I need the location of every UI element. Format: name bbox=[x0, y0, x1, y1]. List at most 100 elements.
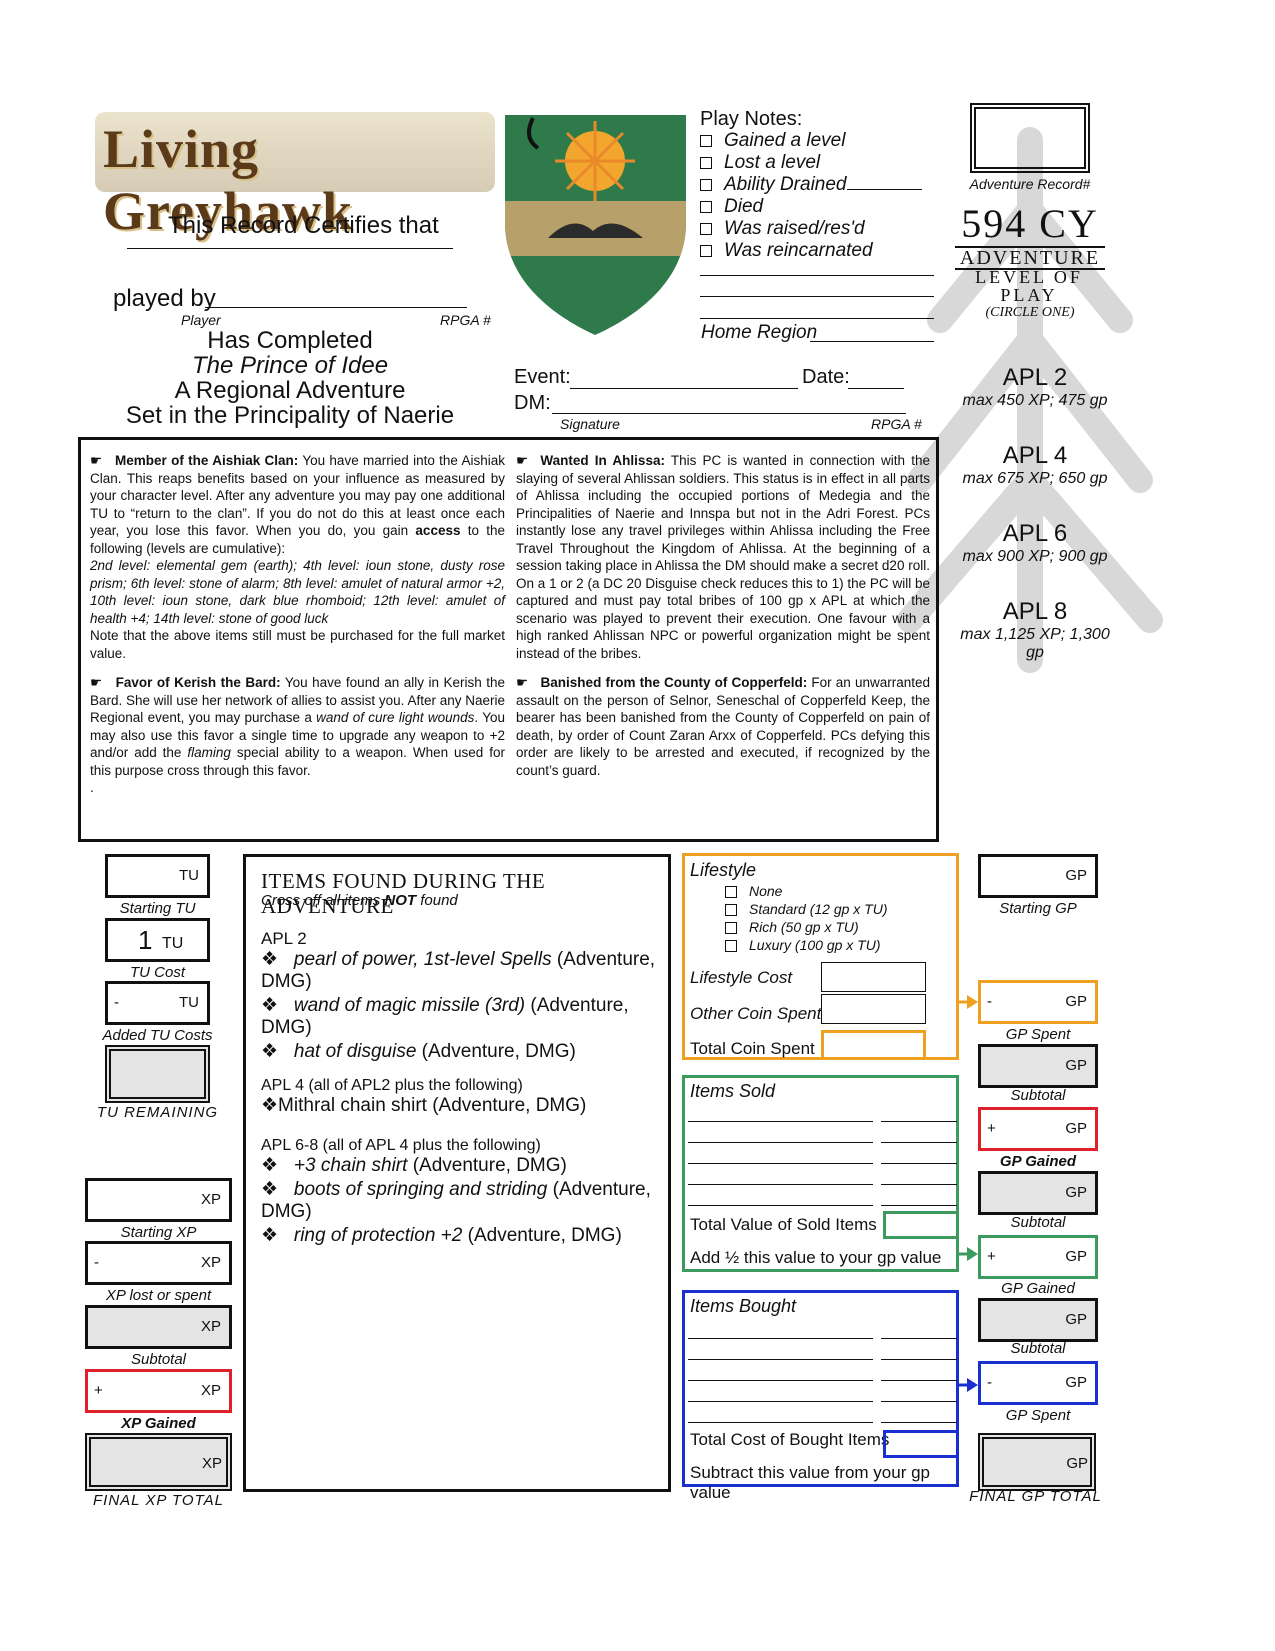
sold-value-line[interactable] bbox=[881, 1163, 957, 1164]
arrow-right-icon bbox=[959, 1378, 978, 1392]
gp-spent-lifestyle-box[interactable]: - GP bbox=[978, 980, 1098, 1024]
other-coin-field[interactable] bbox=[821, 994, 926, 1024]
apl-option[interactable]: APL 2 max 450 XP; 475 gp bbox=[950, 364, 1120, 442]
total-coin-field[interactable] bbox=[821, 1030, 926, 1060]
bought-item-line[interactable] bbox=[688, 1401, 873, 1402]
tu-cost-box[interactable]: 1 TU bbox=[105, 918, 210, 962]
notes-line[interactable] bbox=[700, 318, 934, 319]
character-name-line[interactable] bbox=[127, 248, 453, 249]
favor-aishiak: ☛ Member of the Aishiak Clan: You have m… bbox=[90, 452, 505, 662]
notes-line[interactable] bbox=[700, 275, 934, 276]
xp-subtotal-box[interactable]: XP bbox=[85, 1305, 232, 1349]
bought-item-line[interactable] bbox=[688, 1359, 873, 1360]
item-entry[interactable]: ❖ boots of springing and striding (Adven… bbox=[261, 1179, 651, 1222]
sold-item-line[interactable] bbox=[688, 1121, 873, 1122]
apl-option[interactable]: APL 8 max 1,125 XP; 1,300 gp bbox=[950, 598, 1120, 676]
xp-gained-box[interactable]: + XP bbox=[85, 1369, 232, 1413]
sold-item-line[interactable] bbox=[688, 1163, 873, 1164]
gp-gained-box[interactable]: + GP bbox=[978, 1107, 1098, 1151]
event-line[interactable] bbox=[570, 388, 798, 389]
bought-item-line[interactable] bbox=[688, 1422, 873, 1423]
gp-subtotal-box[interactable]: GP bbox=[978, 1298, 1098, 1342]
checkbox[interactable] bbox=[725, 904, 737, 917]
home-region-line[interactable] bbox=[810, 341, 934, 342]
item-entry[interactable]: ❖ pearl of power, 1st-level Spells (Adve… bbox=[261, 949, 656, 992]
lifestyle-option[interactable]: Standard (12 gp x TU) bbox=[725, 900, 888, 918]
bought-item-line[interactable] bbox=[688, 1338, 873, 1339]
favor-title: Favor of Kerish the Bard: bbox=[115, 675, 281, 690]
gp-unit: GP bbox=[1065, 1184, 1087, 1201]
sold-value-line[interactable] bbox=[881, 1121, 957, 1122]
checkbox-raised[interactable] bbox=[700, 222, 712, 235]
apl-option[interactable]: APL 6 max 900 XP; 900 gp bbox=[950, 520, 1120, 598]
bought-value-line[interactable] bbox=[881, 1338, 957, 1339]
lifestyle-option[interactable]: None bbox=[725, 882, 888, 900]
sold-item-line[interactable] bbox=[688, 1184, 873, 1185]
gp-subtotal-box[interactable]: GP bbox=[978, 1171, 1098, 1215]
item-entry[interactable]: ❖ ring of protection +2 (Adventure, DMG) bbox=[261, 1225, 622, 1246]
adventure-record-box[interactable] bbox=[970, 103, 1090, 173]
checkbox-ability-drained[interactable] bbox=[700, 178, 712, 191]
tu-remaining-box[interactable] bbox=[105, 1045, 210, 1103]
favor-text: special ability to a weapon. When used f… bbox=[90, 745, 505, 778]
final-xp-label: FINAL XP TOTAL bbox=[93, 1492, 224, 1509]
item-entry[interactable]: ❖ wand of magic missile (3rd) (Adventure… bbox=[261, 995, 629, 1038]
checkbox[interactable] bbox=[725, 886, 737, 899]
xp-unit: XP bbox=[200, 1318, 221, 1335]
minus-sign: - bbox=[987, 993, 992, 1010]
total-bought-field[interactable] bbox=[883, 1430, 959, 1458]
item-name: wand of magic missile (3rd) bbox=[293, 995, 526, 1016]
bought-value-line[interactable] bbox=[881, 1359, 957, 1360]
checkbox-lost-level[interactable] bbox=[700, 156, 712, 169]
gp-gained-sold-box[interactable]: + GP bbox=[978, 1235, 1098, 1279]
apl-option[interactable]: APL 4 max 675 XP; 650 gp bbox=[950, 442, 1120, 520]
item-entry[interactable]: ❖ hat of disguise (Adventure, DMG) bbox=[261, 1041, 576, 1062]
bought-value-line[interactable] bbox=[881, 1380, 957, 1381]
added-tu-box[interactable]: - TU bbox=[105, 981, 210, 1025]
lifestyle-option[interactable]: Rich (50 gp x TU) bbox=[725, 918, 888, 936]
starting-gp-box[interactable]: GP bbox=[978, 854, 1098, 898]
xp-lost-box[interactable]: - XP bbox=[85, 1241, 232, 1285]
dm-line[interactable] bbox=[552, 413, 906, 414]
apl68-header: APL 6-8 (all of APL 4 plus the following… bbox=[261, 1137, 661, 1155]
sold-value-line[interactable] bbox=[881, 1184, 957, 1185]
item-entry[interactable]: ❖Mithral chain shirt (Adventure, DMG) bbox=[261, 1095, 587, 1116]
total-sold-field[interactable] bbox=[883, 1211, 959, 1239]
play-note-item: Was raised/res'd bbox=[724, 218, 865, 239]
sold-value-line[interactable] bbox=[881, 1142, 957, 1143]
lifestyle-cost-field[interactable] bbox=[821, 962, 926, 992]
player-name-line[interactable] bbox=[205, 307, 467, 308]
gp-spent-bought-box[interactable]: - GP bbox=[978, 1361, 1098, 1405]
checkbox-gained-level[interactable] bbox=[700, 134, 712, 147]
date-line[interactable] bbox=[848, 388, 904, 389]
final-xp-box[interactable]: XP bbox=[85, 1433, 232, 1491]
bought-value-line[interactable] bbox=[881, 1422, 957, 1423]
home-region-label: Home Region bbox=[701, 322, 818, 343]
checkbox-reincarnated[interactable] bbox=[700, 244, 712, 257]
checkbox[interactable] bbox=[725, 922, 737, 935]
checkbox[interactable] bbox=[725, 940, 737, 953]
sold-item-line[interactable] bbox=[688, 1205, 873, 1206]
notes-line[interactable] bbox=[700, 296, 934, 297]
sold-value-line[interactable] bbox=[881, 1205, 957, 1206]
final-gp-box[interactable]: GP bbox=[978, 1433, 1096, 1491]
gp-subtotal-box[interactable]: GP bbox=[978, 1044, 1098, 1088]
total-bought-label: Total Cost of Bought Items bbox=[690, 1430, 890, 1449]
apl-header-text: APL 6-8 bbox=[261, 1137, 319, 1154]
lifestyle-option[interactable]: Luxury (100 gp x TU) bbox=[725, 936, 888, 954]
starting-tu-box[interactable]: TU bbox=[105, 854, 210, 898]
arrow-right-icon bbox=[959, 995, 978, 1009]
adventure-label: ADVENTURE bbox=[955, 246, 1105, 270]
starting-xp-box[interactable]: XP bbox=[85, 1178, 232, 1222]
favor-text: . bbox=[90, 780, 94, 795]
apl-header-note: (all of APL 4 plus the following) bbox=[318, 1137, 541, 1154]
ability-drained-line[interactable] bbox=[846, 189, 922, 190]
bought-item-line[interactable] bbox=[688, 1380, 873, 1381]
item-entry[interactable]: ❖ +3 chain shirt (Adventure, DMG) bbox=[261, 1155, 567, 1176]
bought-value-line[interactable] bbox=[881, 1401, 957, 1402]
sold-item-line[interactable] bbox=[688, 1142, 873, 1143]
apl4-header: APL 4 (all of APL2 plus the following) bbox=[261, 1077, 661, 1095]
gp-unit: GP bbox=[1065, 993, 1087, 1010]
checkbox-died[interactable] bbox=[700, 200, 712, 213]
adventure-title: The Prince of Idee bbox=[191, 352, 389, 379]
